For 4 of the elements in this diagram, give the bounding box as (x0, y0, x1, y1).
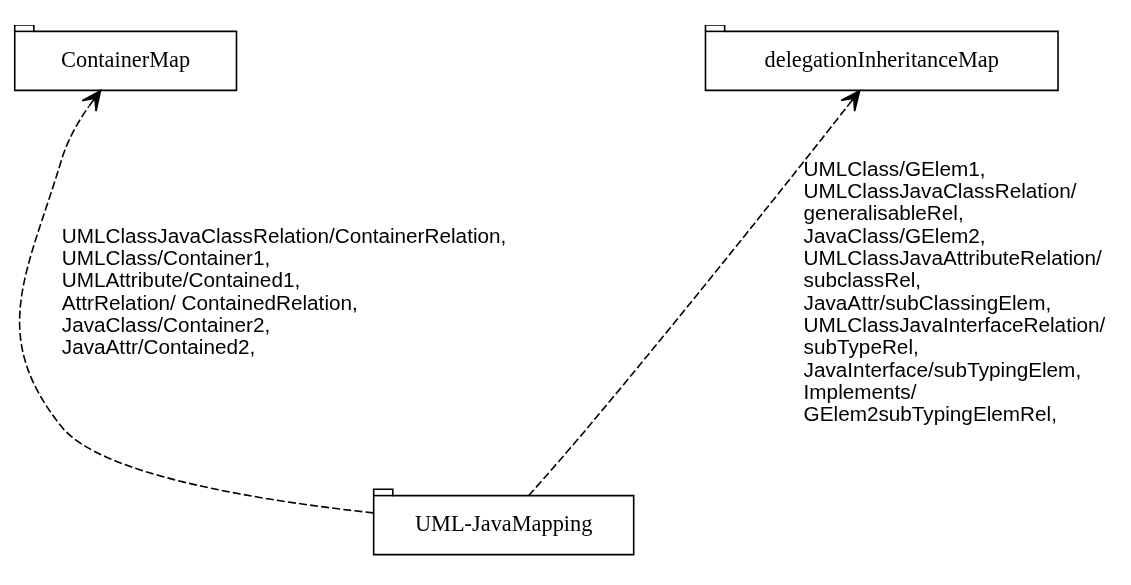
edge-label: UMLClass/GElem1, UMLClassJavaClassRelation/ generalisableRel, JavaClass/GElem2, UMLClassJavaAttributeRelation/ subclassRel, JavaAttr/subClassingElem, UMLClassJavaInterfaceRelation/ subTypeRel, JavaInterface/subTypingElem, Implements/ GElem2subTypingElemRel, (803, 156, 1106, 425)
arrow (18, 89, 375, 514)
arrow (528, 89, 861, 496)
edge-label: UMLClassJavaClassRelation/ContainerRelation, UMLClass/Container1, UMLAttribute/Contained1, AttrRelation/ ContainedRelation, JavaClass/Container2, JavaAttr/Contained2, (61, 223, 507, 358)
